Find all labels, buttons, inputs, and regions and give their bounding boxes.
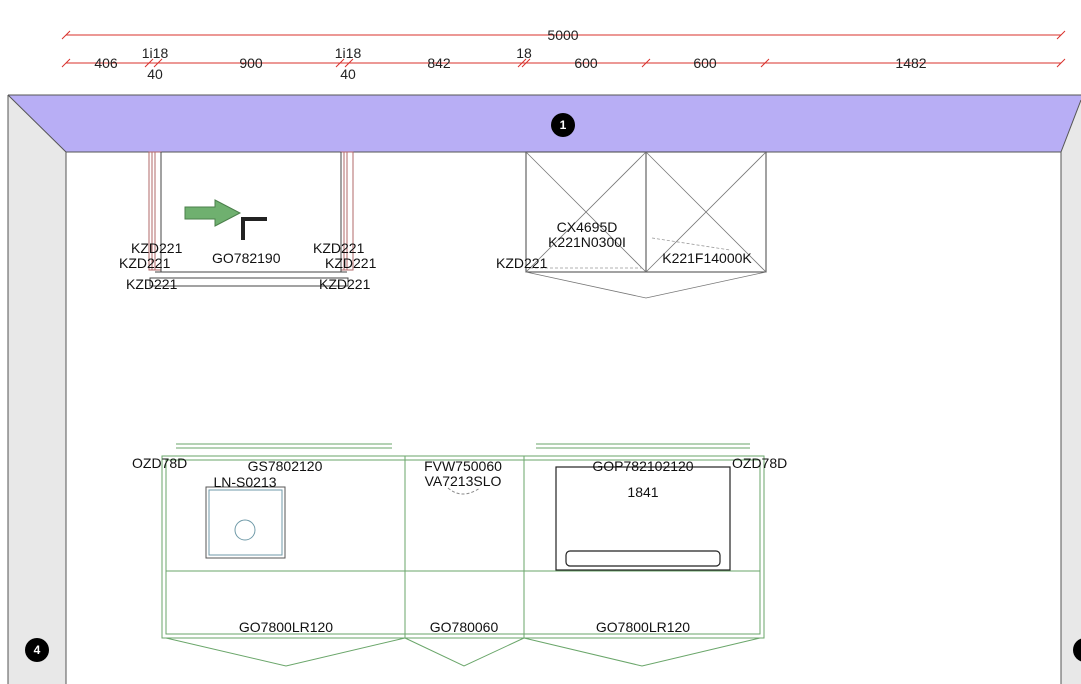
drain-icon <box>234 519 256 541</box>
upper-cabinet-group <box>525 151 767 299</box>
label-kzd221-6: KZD221 <box>319 276 371 292</box>
label-cx4695d: CX4695D <box>557 219 618 235</box>
label-kzd221-2: KZD221 <box>119 255 171 271</box>
label-gs7802120: GS7802120 <box>248 458 323 474</box>
base-unit-run <box>161 443 765 667</box>
wall-marker-1 <box>551 113 575 137</box>
dimension-segment-11: 1482 <box>895 55 926 71</box>
label-kzd221-7: KZD221 <box>496 255 548 271</box>
wall-edges <box>7 94 1081 684</box>
dimension-segment-4: 900 <box>239 55 263 71</box>
label-gop782102120: GOP782102120 <box>592 458 693 474</box>
upper-shelf-unit <box>148 151 354 287</box>
dimension-lines: 5000 406 1i18 40 900 1i18 40 842 18 600 … <box>61 27 1066 82</box>
wall-right <box>1061 100 1081 684</box>
label-k221n0300i: K221N0300I <box>548 234 626 250</box>
label-go7800lr120-right: GO7800LR120 <box>596 619 690 635</box>
wall-marker-4-label: 4 <box>34 643 41 657</box>
dimension-ticks <box>61 30 1066 68</box>
dimension-segment-5: 1i18 <box>335 45 362 61</box>
wall-1 <box>8 95 1081 152</box>
label-kzd221-3: KZD221 <box>126 276 178 292</box>
label-hob-1841: 1841 <box>627 484 658 500</box>
hob <box>555 466 731 571</box>
arrow-right-icon <box>184 199 242 227</box>
label-ozd78d-right: OZD78D <box>732 455 787 471</box>
label-va7213slo: VA7213SLO <box>425 473 502 489</box>
wall-marker-4 <box>25 638 49 662</box>
label-ln-s0213: LN-S0213 <box>213 474 276 490</box>
label-kzd221-1: KZD221 <box>131 240 183 256</box>
sink <box>205 486 286 559</box>
dimension-total: 5000 <box>547 27 578 43</box>
label-go7800lr120-left: GO7800LR120 <box>239 619 333 635</box>
corner-bracket-icon <box>241 217 267 240</box>
wall-marker-1-label: 1 <box>560 118 567 132</box>
dimension-segment-7: 842 <box>427 55 451 71</box>
label-fvw750060: FVW750060 <box>424 458 502 474</box>
dimension-segment-1: 406 <box>94 55 118 71</box>
dimension-segment-6: 40 <box>340 66 356 82</box>
label-kzd221-4: KZD221 <box>313 240 365 256</box>
label-ozd78d-left: OZD78D <box>132 455 187 471</box>
dimension-segment-8: 18 <box>516 45 532 61</box>
wall-4 <box>8 95 66 684</box>
label-k221f14000k: K221F14000K <box>662 250 752 266</box>
dimension-segment-9: 600 <box>574 55 598 71</box>
label-go780060: GO780060 <box>430 619 499 635</box>
dimension-segment-2: 1i18 <box>142 45 169 61</box>
dimension-segment-3: 40 <box>147 66 163 82</box>
label-go782190: GO782190 <box>212 250 281 266</box>
wall-marker-right <box>1073 638 1081 662</box>
label-kzd221-5: KZD221 <box>325 255 377 271</box>
dimension-segment-10: 600 <box>693 55 717 71</box>
